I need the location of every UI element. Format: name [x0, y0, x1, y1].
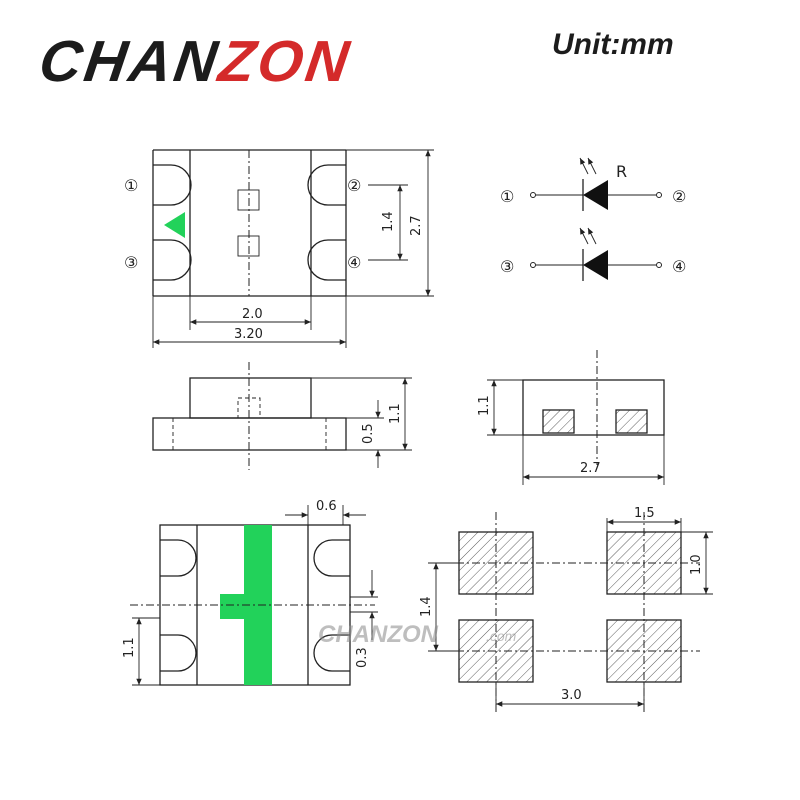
- top-dim-total-width: 3.20: [234, 327, 263, 342]
- top-pin-3-label: ③: [124, 253, 138, 272]
- schematic-pin-2-label: ②: [672, 187, 686, 206]
- footprint: 1.5 1.0 1.4 3.0: [419, 506, 713, 712]
- unit-label: Unit:mm: [552, 28, 674, 61]
- top-view: ① ② ③ ④ 2.0 3.20 1.4 2.7: [124, 149, 434, 348]
- bottom-dim-pad-width: 0.6: [316, 499, 337, 514]
- bottom-dim-gap: 0.3: [355, 647, 370, 668]
- side-dim-base-height: 0.5: [361, 423, 376, 444]
- schematic-pin-3-label: ③: [500, 257, 514, 276]
- schematic-pin-1-label: ①: [500, 187, 514, 206]
- watermark-brand-part2: ZON: [386, 621, 438, 648]
- top-pin-1-label: ①: [124, 176, 138, 195]
- footprint-dim-pad-height: 1.0: [689, 554, 704, 575]
- side-dim-total-height: 1.1: [388, 403, 403, 424]
- end-dim-height: 1.1: [477, 395, 492, 416]
- top-dim-pitch: 1.4: [381, 211, 396, 232]
- polarity-marker-triangle: [164, 212, 185, 238]
- svg-text:CHANZON: CHANZON: [318, 621, 439, 648]
- watermark: CHANZON .com: [318, 621, 517, 648]
- footprint-dim-span: 3.0: [561, 688, 582, 703]
- footprint-dim-pad-width: 1.5: [634, 506, 655, 521]
- top-view-body: [152, 149, 347, 297]
- bottom-view: 0.6 1.1 0.3: [122, 499, 378, 686]
- top-pin-4-label: ④: [347, 253, 361, 272]
- bottom-dim-pad-height: 1.1: [122, 637, 137, 658]
- end-dim-length: 2.7: [580, 461, 601, 476]
- led-symbol-red: [530, 157, 662, 211]
- watermark-suffix: .com: [486, 628, 517, 644]
- schematic: ① ② ③ ④ R: [500, 157, 686, 281]
- end-view: 1.1 2.7: [477, 350, 665, 485]
- led-symbol-green: [530, 227, 662, 281]
- top-dim-height: 2.7: [409, 215, 424, 236]
- footprint-dim-pitch: 1.4: [419, 596, 434, 617]
- schematic-r-label: R: [616, 162, 627, 181]
- top-pin-2-label: ②: [347, 176, 361, 195]
- top-dim-inner-width: 2.0: [242, 307, 263, 322]
- side-view: 1.1 0.5: [152, 362, 412, 470]
- schematic-pin-4-label: ④: [672, 257, 686, 276]
- watermark-brand-part1: CHAN: [318, 621, 388, 648]
